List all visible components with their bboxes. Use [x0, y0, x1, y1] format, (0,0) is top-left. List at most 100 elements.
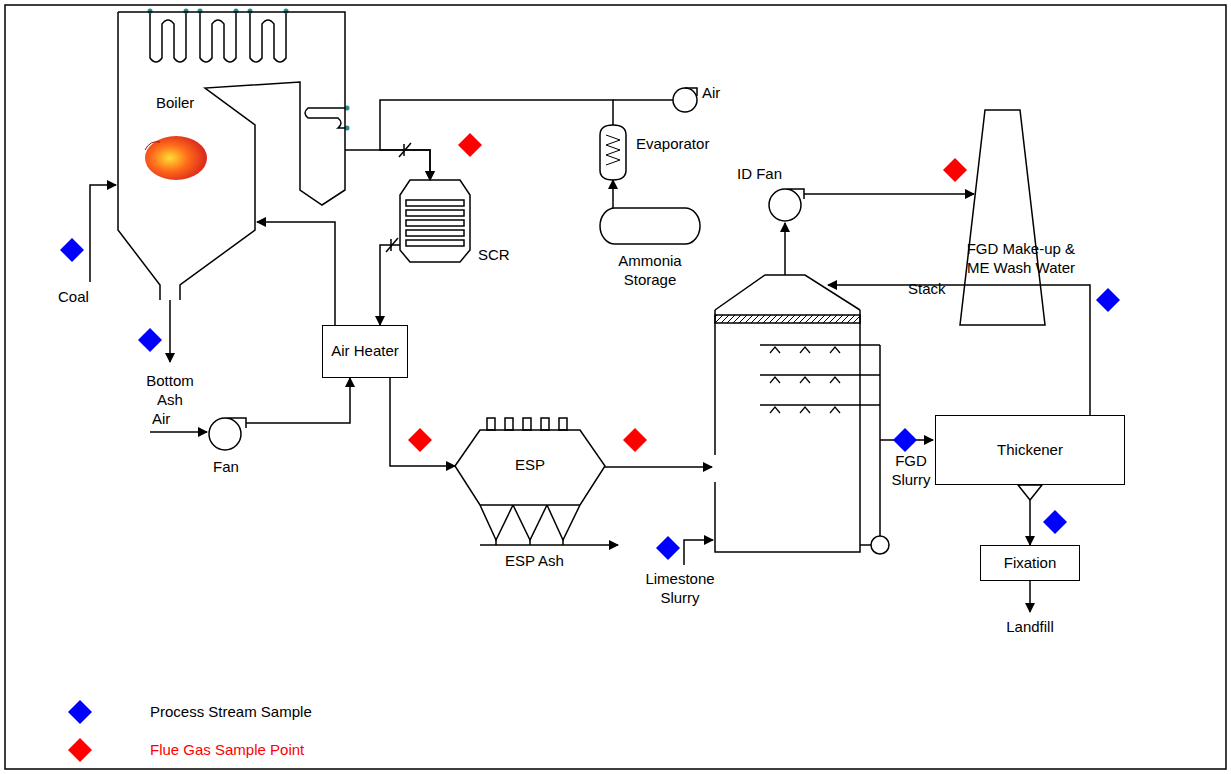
scr-reactor-outline: [400, 180, 470, 262]
boiler-internals: [150, 12, 186, 62]
scr-catalyst: [406, 220, 464, 226]
process-lines: [1029, 581, 1031, 612]
stream-label: FGD Make-up & ME Wash Water: [945, 240, 1075, 278]
evaporator-outline: [600, 125, 626, 180]
legend-swatch: [65, 697, 95, 727]
process-lines: [828, 285, 1090, 415]
spray-nozzle: [830, 377, 840, 383]
scr-catalyst: [406, 200, 464, 206]
legend-swatch: [68, 738, 92, 762]
stream-label: Air: [702, 84, 720, 103]
legend-swatch: [68, 700, 92, 724]
spray-nozzle: [830, 407, 840, 413]
air-supply-fan: [685, 88, 697, 96]
thickener-box: Thickener: [935, 415, 1125, 485]
absorber-vessel: [860, 544, 871, 546]
flow-connector: [804, 193, 974, 195]
boiler-internals: [150, 12, 345, 128]
process-lines: [90, 185, 1090, 612]
stream-label: Coal: [58, 288, 89, 307]
flow-connector: [612, 180, 614, 208]
node-label: Fan: [201, 458, 251, 477]
spray-nozzle: [800, 377, 810, 383]
node-label: Boiler: [156, 94, 194, 113]
flow-connector: [246, 378, 350, 423]
forced-draft-fan-outline: [209, 418, 246, 450]
ammonia-tank: Ammonia Storage: [600, 208, 700, 244]
sample-diamond: [1043, 510, 1067, 534]
burner-flame: [145, 136, 207, 180]
scr-reactor-outline: [400, 180, 470, 262]
stack-outline: [960, 110, 1045, 325]
sample-diamond: [943, 158, 967, 182]
node-label: Air Heater: [331, 342, 399, 361]
evaporator-coil: [606, 135, 620, 165]
node-label: Stack: [908, 280, 946, 299]
sample-diamond: [458, 133, 482, 157]
frame-border: [5, 5, 1226, 769]
sample-diamond: [60, 238, 84, 262]
esp-rappers: [541, 418, 549, 430]
absorber-vessel: [760, 345, 880, 405]
scr-catalyst: [406, 230, 464, 236]
node-label: SCR: [478, 246, 510, 265]
boiler-vessel: Boiler: [118, 12, 345, 302]
node-label: Thickener: [997, 441, 1063, 460]
tube-header-dots: [148, 9, 350, 131]
forced-draft-fan: Fan: [205, 414, 247, 454]
absorber-vessel: [715, 315, 860, 323]
absorber-vessel: [871, 536, 889, 554]
flow-connector: [345, 150, 430, 180]
node-label: Fixation: [1004, 554, 1057, 573]
esp-precipitator: ESP: [455, 412, 605, 542]
legend-text: Flue Gas Sample Point: [150, 741, 304, 760]
stack-outline: [960, 110, 1045, 325]
boiler-internals: [200, 12, 236, 62]
flow-connector: [380, 245, 400, 325]
stream-label: Landfill: [1000, 618, 1060, 637]
spray-nozzle: [770, 407, 780, 413]
flow-connector: [390, 378, 455, 466]
process-lines: [684, 540, 713, 565]
evaporator: Evaporator: [600, 125, 626, 180]
node-label: Evaporator: [636, 135, 709, 154]
sample-point-markers: [60, 133, 1120, 560]
flow-connector: [380, 100, 613, 180]
sample-diamond: [1096, 288, 1120, 312]
fixation-box: Fixation: [980, 545, 1080, 581]
absorber-vessel: [715, 275, 889, 554]
stream-label: FGD Slurry: [888, 452, 934, 490]
burner-flame: [145, 142, 160, 150]
flow-connector: [1029, 500, 1031, 545]
thickener-underflow-cone: [1018, 485, 1042, 500]
stream-label: Bottom Ash: [140, 372, 200, 410]
id-fan-outline: [769, 189, 804, 221]
esp-precipitator-outline: [455, 412, 605, 542]
spray-nozzle: [830, 347, 840, 353]
id-fan: ID Fan: [767, 187, 805, 223]
air-supply-fan: [673, 88, 697, 112]
spray-nozzle: [800, 347, 810, 353]
stack: Stack: [960, 110, 1045, 325]
stream-label: Air: [152, 410, 170, 429]
id-fan-outline: [767, 187, 805, 223]
ammonia-tank-outline: [600, 208, 700, 244]
spray-nozzle: [770, 377, 780, 383]
esp-rappers: [487, 418, 567, 430]
node-label: ESP: [510, 456, 550, 475]
legend-swatch: [65, 735, 95, 765]
spray-nozzles: [770, 347, 840, 413]
boiler-vessel-outline: [118, 12, 345, 300]
scr-catalyst: [406, 210, 464, 216]
scr-catalyst: [406, 240, 464, 246]
ammonia-tank-outline: [600, 208, 700, 244]
evaporator-outline: [600, 125, 626, 180]
esp-rappers: [559, 418, 567, 430]
flow-connector: [257, 222, 335, 325]
node-label: ID Fan: [737, 165, 782, 184]
node-label: Ammonia Storage: [610, 252, 690, 290]
esp-precipitator-outline: [455, 430, 605, 540]
sample-diamond: [623, 428, 647, 452]
stream-label: Limestone Slurry: [640, 570, 720, 608]
esp-rappers: [487, 418, 495, 430]
